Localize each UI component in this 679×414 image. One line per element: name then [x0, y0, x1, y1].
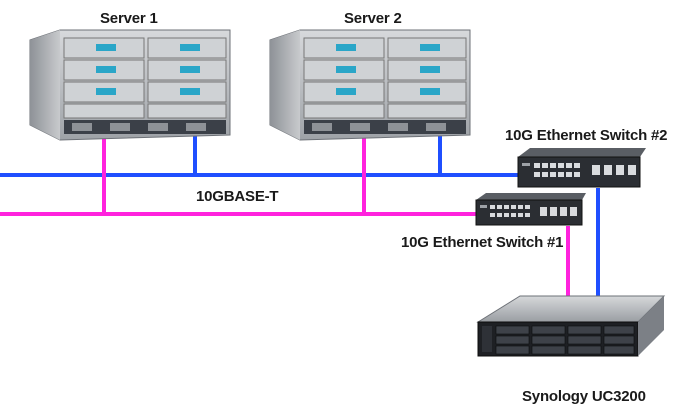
nas-device	[476, 295, 666, 357]
switch2-device	[517, 148, 646, 188]
cable-type-label: 10GBASE-T	[196, 188, 279, 205]
server2-chassis	[269, 29, 471, 141]
nas-label: Synology UC3200	[522, 388, 646, 405]
server1-chassis	[29, 29, 231, 141]
magenta-network-cabling	[0, 135, 570, 300]
switch1-label: 10G Ethernet Switch #1	[401, 234, 564, 251]
switch2-label: 10G Ethernet Switch #2	[505, 127, 668, 144]
server1-label: Server 1	[100, 10, 158, 27]
blue-network-cabling	[0, 135, 600, 300]
switch1-device	[475, 193, 586, 226]
server2-label: Server 2	[344, 10, 402, 27]
